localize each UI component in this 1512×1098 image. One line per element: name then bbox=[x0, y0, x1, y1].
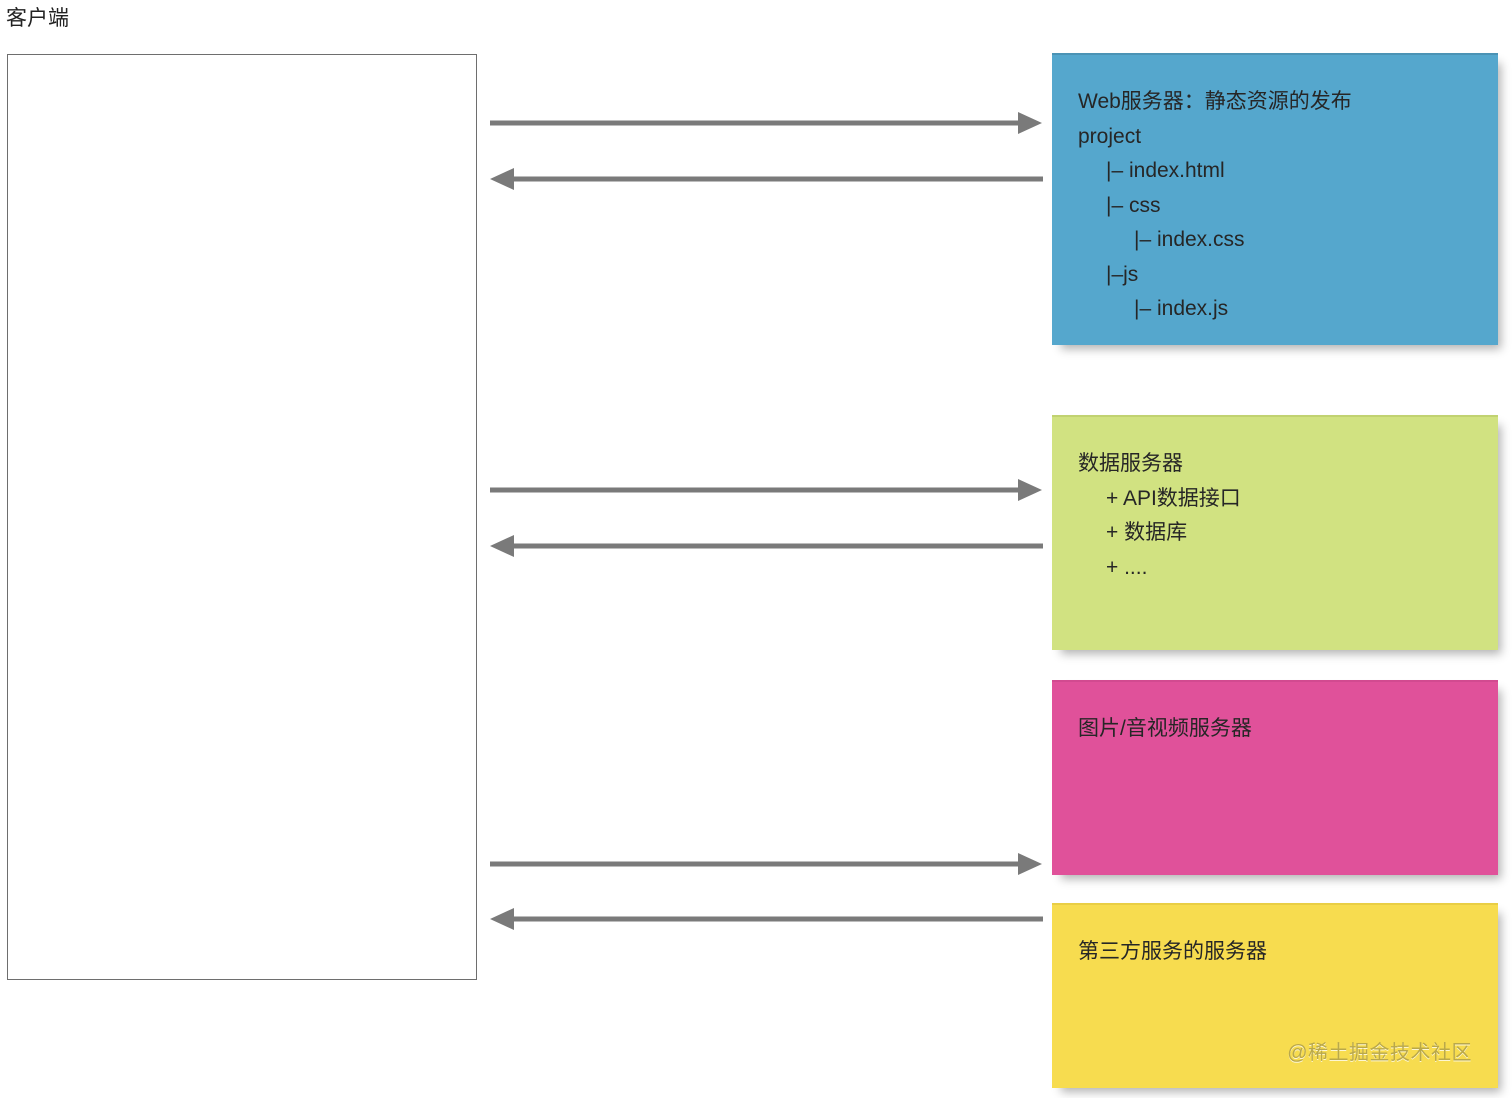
web-server-line-3: |– css bbox=[1106, 193, 1161, 217]
media-server-line-0: 图片/音视频服务器 bbox=[1078, 717, 1252, 740]
arrow-request-media bbox=[490, 851, 1042, 877]
web-server-line-6: |– index.js bbox=[1134, 297, 1229, 320]
web-server-line-1: project bbox=[1078, 124, 1142, 148]
data-server-line-3: + .... bbox=[1106, 555, 1148, 579]
web-server-line-2: |– index.html bbox=[1106, 159, 1225, 182]
client-label: 客户端 bbox=[6, 7, 69, 30]
third-party-server-line-0: 第三方服务的服务器 bbox=[1078, 940, 1267, 963]
data-server-line-0: 数据服务器 bbox=[1078, 452, 1183, 475]
data-server-line-2: + 数据库 bbox=[1106, 521, 1188, 544]
arrow-response-data bbox=[488, 533, 1043, 559]
web-server-line-4: |– index.css bbox=[1134, 228, 1245, 251]
media-server-card[interactable]: 图片/音视频服务器 bbox=[1052, 680, 1498, 875]
arrow-request-web bbox=[490, 110, 1042, 136]
watermark-label: @稀土掘金技术社区 bbox=[1287, 1042, 1472, 1064]
arrow-response-third bbox=[488, 906, 1043, 932]
web-server-line-0: Web服务器：静态资源的发布 bbox=[1078, 90, 1352, 113]
web-server-line-5: |–js bbox=[1106, 262, 1139, 286]
third-party-server-card[interactable]: 第三方服务的服务器 @稀土掘金技术社区 bbox=[1052, 903, 1498, 1088]
data-server-card[interactable]: 数据服务器 + API数据接口 + 数据库 + .... bbox=[1052, 415, 1498, 650]
arrow-response-web bbox=[488, 166, 1043, 192]
data-server-line-1: + API数据接口 bbox=[1106, 486, 1241, 510]
arrow-request-data bbox=[490, 477, 1042, 503]
client-box bbox=[7, 54, 477, 980]
web-server-card[interactable]: Web服务器：静态资源的发布 project |– index.html |– … bbox=[1052, 53, 1498, 345]
